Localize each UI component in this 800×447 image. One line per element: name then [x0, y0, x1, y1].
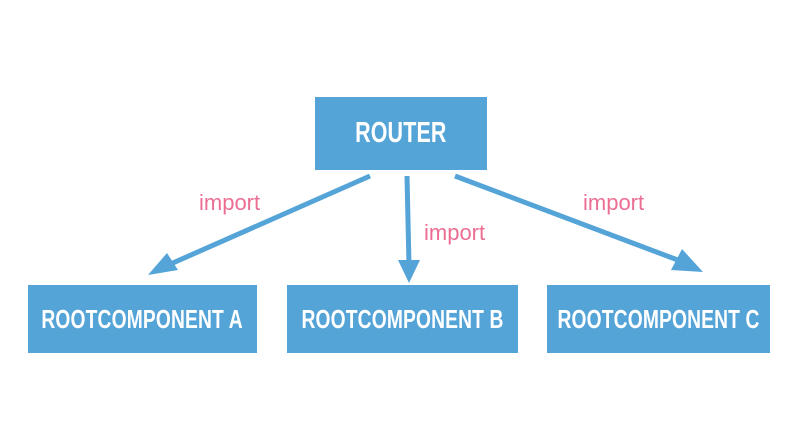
- node-rootcomponent-c[interactable]: ROOTCOMPONENT C: [547, 285, 770, 353]
- edge-router-to-rootcomponent-a: [148, 173, 372, 275]
- edge-label-import-a: import: [199, 190, 261, 215]
- edge-label-import-c: import: [583, 190, 645, 215]
- edge-router-to-rootcomponent-b: [398, 175, 420, 283]
- edge-line-b: [404, 175, 412, 266]
- node-router-label: ROUTER: [355, 117, 447, 149]
- edge-line-c: [454, 173, 684, 265]
- node-router[interactable]: ROUTER: [315, 97, 487, 170]
- arrowhead-c: [671, 249, 703, 272]
- arrowhead-a: [148, 253, 178, 275]
- edge-line-a: [164, 173, 372, 269]
- node-rootcomponent-b-label: ROOTCOMPONENT B: [301, 304, 504, 334]
- node-rootcomponent-b[interactable]: ROOTCOMPONENT B: [287, 285, 518, 353]
- node-rootcomponent-c-label: ROOTCOMPONENT C: [557, 304, 760, 334]
- node-rootcomponent-a[interactable]: ROOTCOMPONENT A: [28, 285, 257, 353]
- edge-router-to-rootcomponent-c: [454, 173, 703, 272]
- arrowhead-b: [398, 260, 420, 283]
- node-rootcomponent-a-label: ROOTCOMPONENT A: [41, 304, 244, 334]
- edge-label-import-b: import: [424, 220, 486, 245]
